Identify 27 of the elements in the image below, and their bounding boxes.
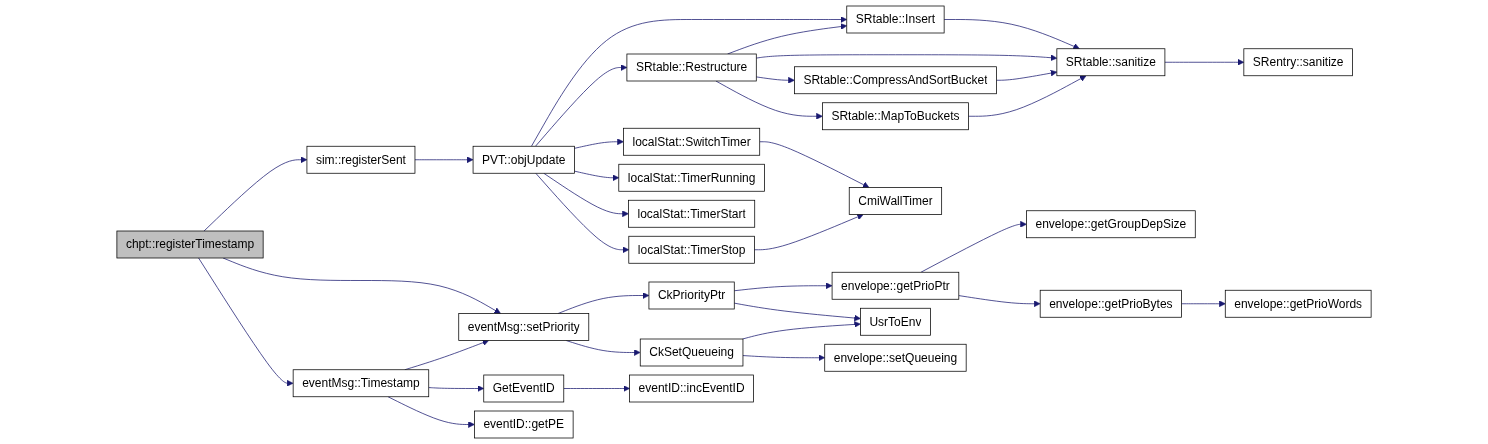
node-box: envelope::getPrioWords <box>1224 289 1372 318</box>
node-box: localStat::TimerStart <box>628 199 756 228</box>
node-box: envelope::setQueueing <box>824 343 967 372</box>
node-box: envelope::getPrioBytes <box>1039 289 1182 318</box>
node-box: SRtable::MapToBuckets <box>822 102 969 131</box>
node-box: localStat::TimerRunning <box>618 163 765 192</box>
node-box: envelope::getPrioPtr <box>831 271 960 300</box>
node-box: CkPriorityPtr <box>648 281 735 310</box>
node-box: eventID::incEventID <box>629 374 754 403</box>
node-box: GetEventID <box>483 374 565 403</box>
node-box: eventMsg::Timestamp <box>292 369 430 398</box>
node-box: SRtable::Insert <box>846 5 945 34</box>
node-box: localStat::TimerStop <box>628 235 755 264</box>
node-box: sim::registerSent <box>306 145 416 174</box>
node-box: localStat::SwitchTimer <box>623 127 761 156</box>
node-box: eventMsg::setPriority <box>458 313 590 341</box>
node-box: PVT::objUpdate <box>472 145 575 174</box>
node-box: eventID::getPE <box>474 410 574 439</box>
node-box: SRtable::sanitize <box>1056 48 1166 77</box>
node-box: UsrToEnv <box>860 307 931 336</box>
node-box: CkSetQueueing <box>639 338 744 367</box>
node-box: SRtable::Restructure <box>626 53 757 82</box>
node-box: chpt::registerTimestamp <box>116 230 264 259</box>
node-box: envelope::getGroupDepSize <box>1026 210 1196 239</box>
node-box: SRtable::CompressAndSortBucket <box>794 66 997 95</box>
node-box: SRentry::sanitize <box>1243 48 1353 77</box>
node-box: CmiWallTimer <box>848 187 943 215</box>
